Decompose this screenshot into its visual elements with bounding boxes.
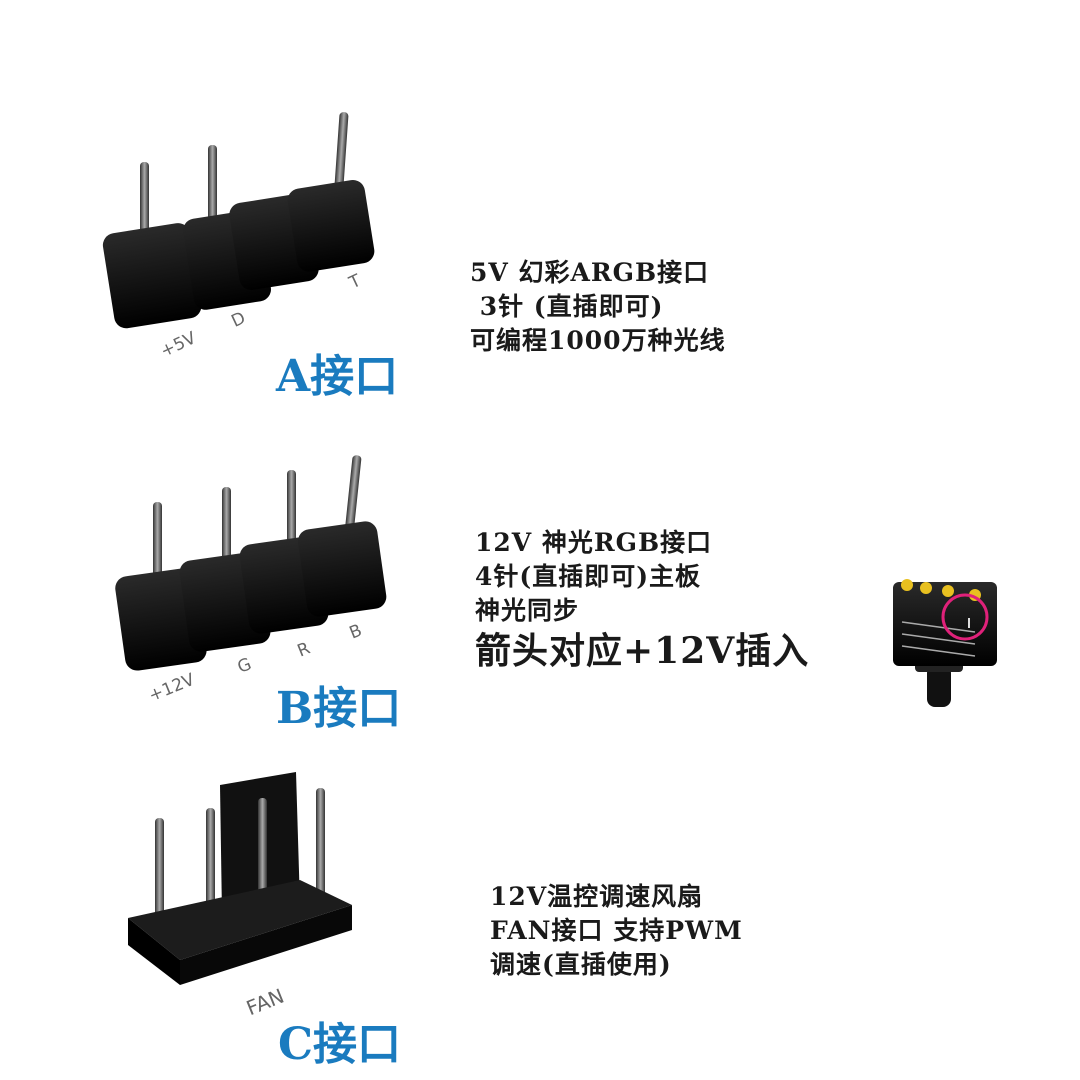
desc-line: 12V 神光RGB接口 [475, 528, 713, 557]
desc-line: 神光同步 [475, 596, 580, 625]
insertion-note: 箭头对应+12V插入 [475, 630, 810, 672]
highlight-circle [941, 593, 989, 641]
rgb-plug-illustration [893, 579, 997, 707]
section-b-title: B接口 [276, 683, 402, 734]
desc-line: 4针(直插即可)主板 [475, 562, 702, 591]
desc-line: FAN接口 支持PWM [490, 916, 743, 945]
section-a-description: 5V 幻彩ARGB接口 3针 (直插即可) 可编程1000万种光线 [470, 256, 726, 358]
section-b-description: 12V 神光RGB接口 4针(直插即可)主板 神光同步 箭头对应+12V插入 [475, 526, 809, 674]
desc-line: 5V 幻彩ARGB接口 [470, 258, 710, 287]
connector-c-fan [128, 772, 352, 985]
section-a-title: A接口 [276, 351, 399, 402]
connector-b-4pin [115, 455, 387, 671]
connector-a-3pin [102, 112, 375, 329]
desc-line: 调速(直插使用) [490, 950, 672, 979]
desc-line: 3针 (直插即可) [470, 292, 664, 321]
desc-line: 12V温控调速风扇 [490, 882, 704, 911]
section-c-title: C接口 [278, 1019, 402, 1070]
desc-line: 可编程1000万种光线 [470, 326, 726, 355]
section-c-description: 12V温控调速风扇 FAN接口 支持PWM 调速(直插使用) [490, 880, 743, 982]
